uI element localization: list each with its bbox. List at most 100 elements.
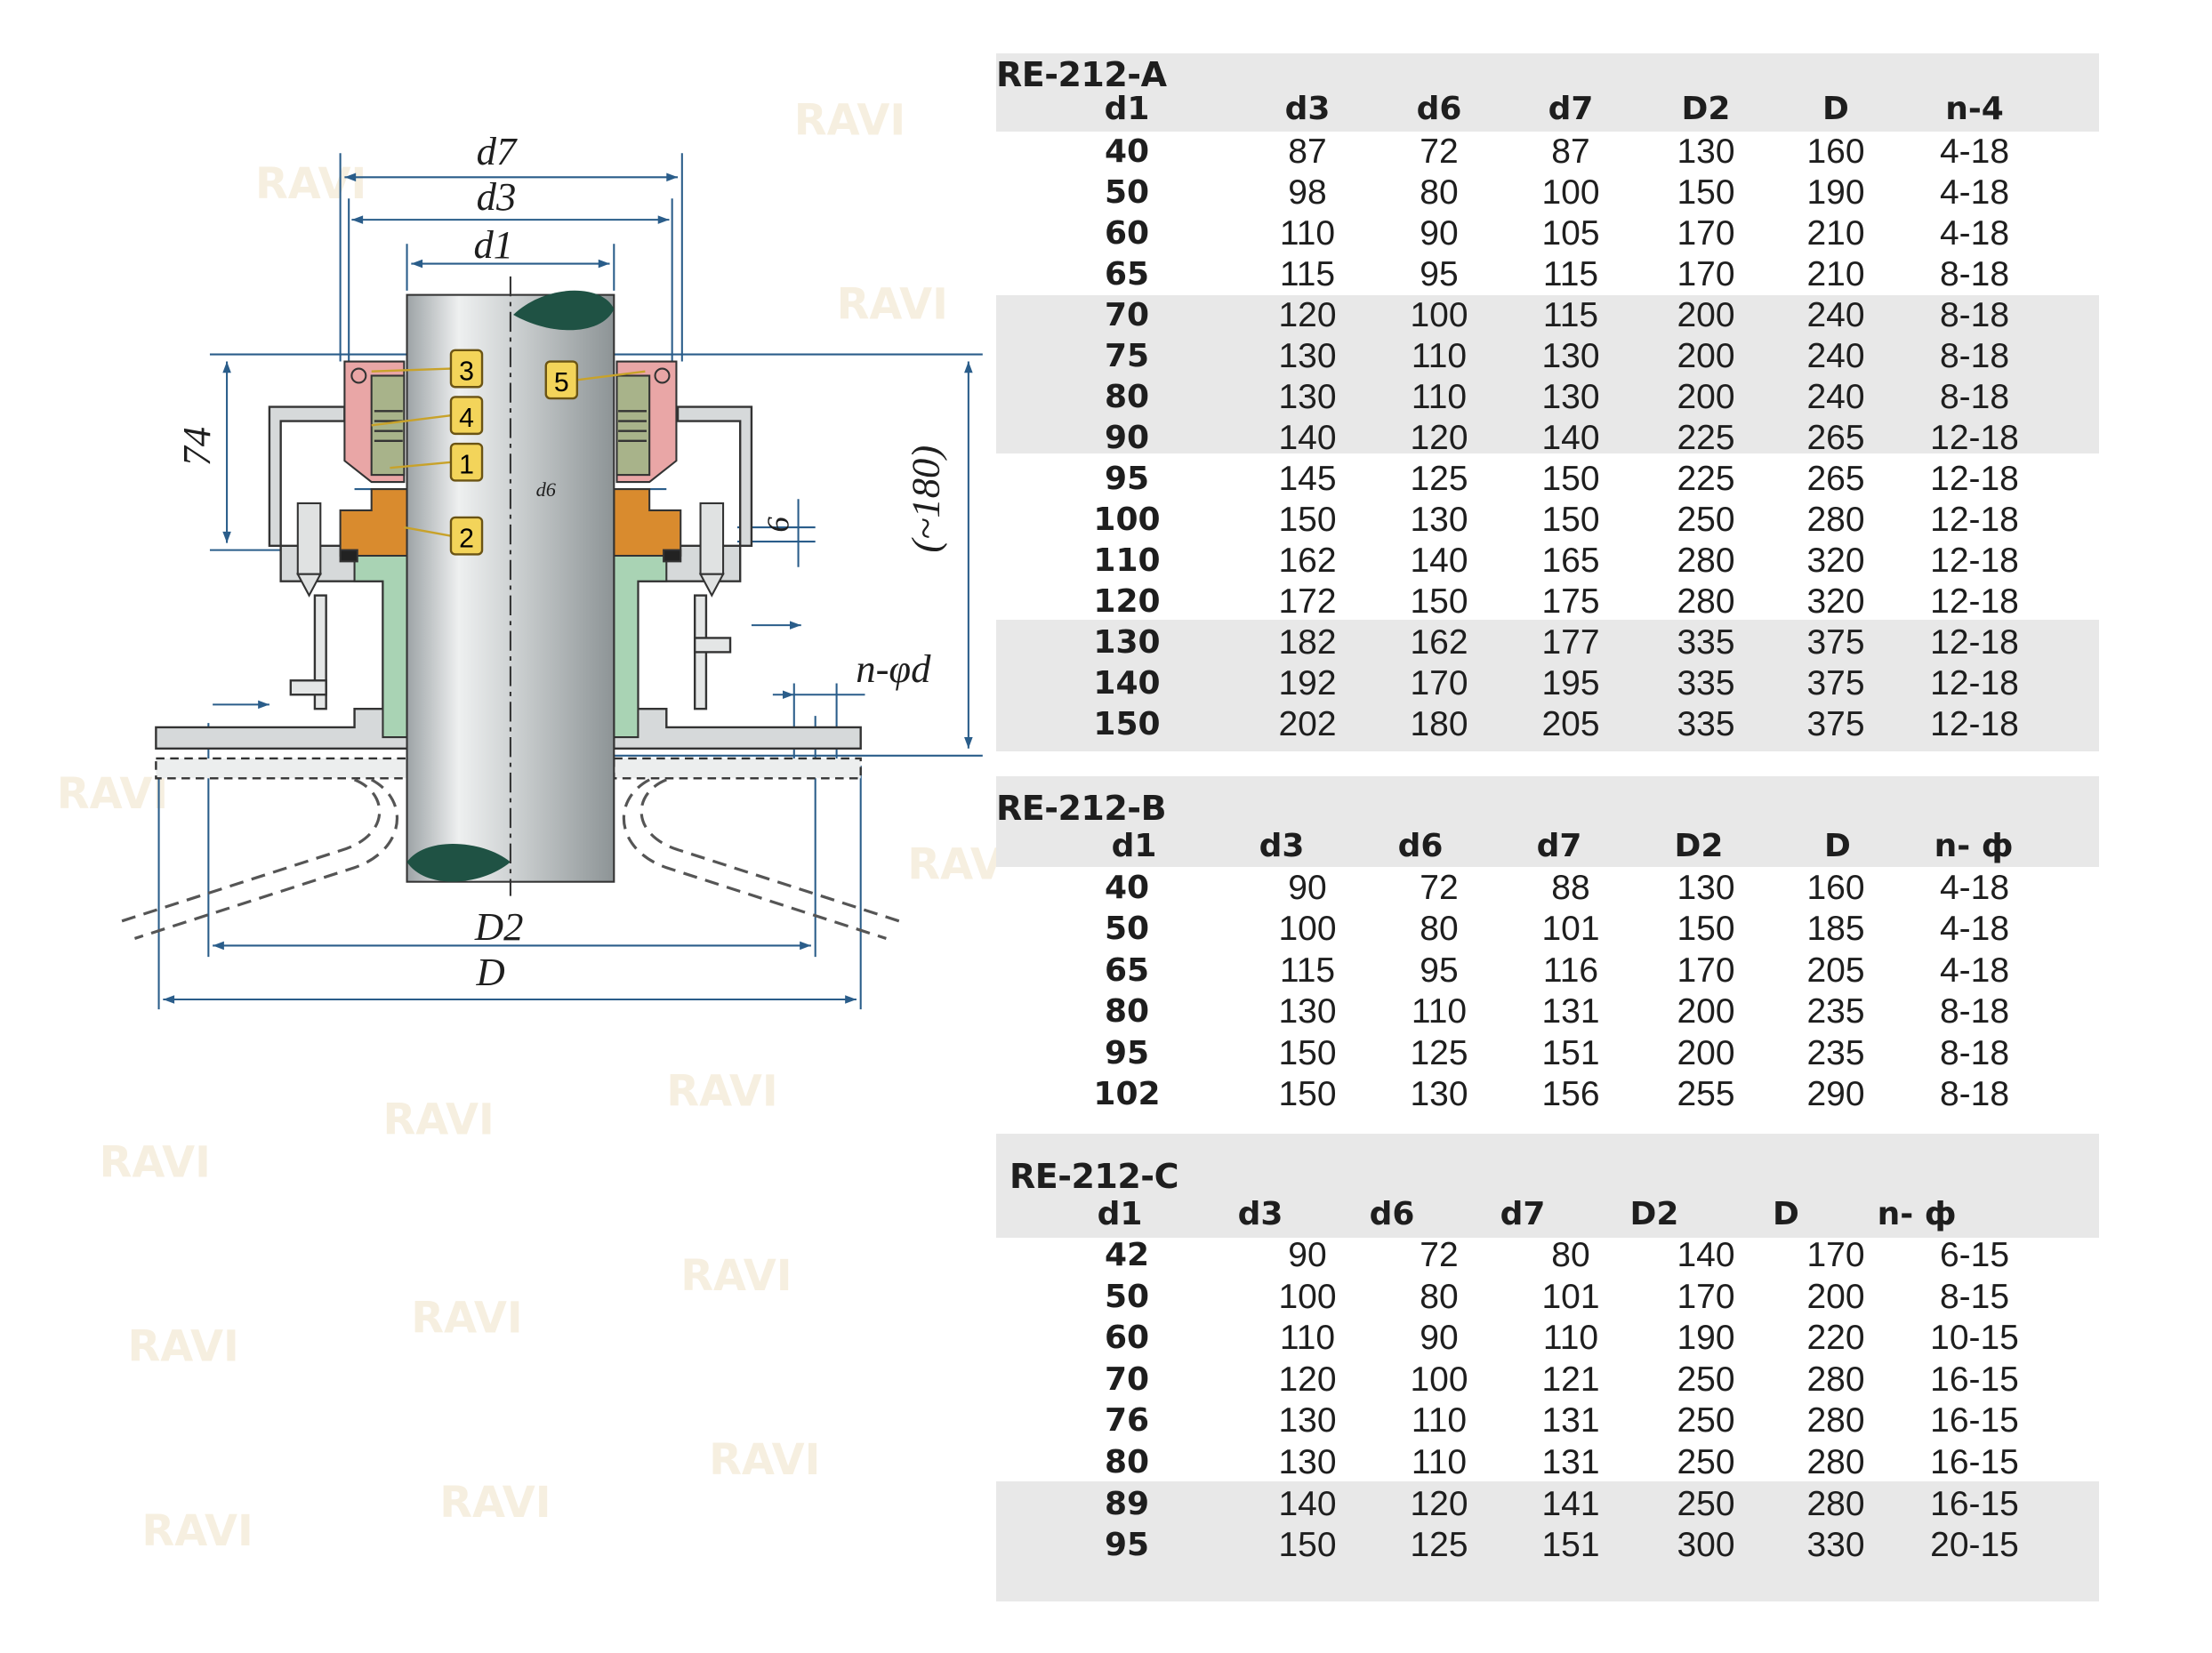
- cell-d6: 90: [1420, 214, 1459, 253]
- cell-d2-big: 250: [1677, 501, 1735, 539]
- column-header-d2-big: D2: [1674, 828, 1724, 864]
- column-header-d2-big: D2: [1629, 1196, 1679, 1232]
- cell-d6: 120: [1410, 419, 1468, 457]
- seal-head: [343, 360, 678, 484]
- svg-text:6: 6: [760, 517, 795, 533]
- column-header-d3: d3: [1237, 1196, 1283, 1232]
- cell-d7: 110: [1542, 1319, 1599, 1358]
- cell-d2-big: 280: [1677, 582, 1735, 621]
- svg-text:1: 1: [459, 451, 474, 480]
- cell-d-big: 375: [1806, 705, 1865, 743]
- cell-n: 12-18: [1930, 542, 2019, 580]
- cell-d1: 42: [1104, 1237, 1150, 1273]
- watermarks: RAVI RAVI RAVI RAVI RAVI RAVI RAVI RAVI …: [57, 96, 1019, 1555]
- cell-d7: 177: [1541, 623, 1600, 662]
- cell-d1: 80: [1104, 1444, 1150, 1480]
- cell-d-big: 280: [1806, 501, 1865, 539]
- cell-d3: 98: [1288, 173, 1327, 212]
- svg-text:RAVI: RAVI: [255, 160, 366, 209]
- cell-d6: 125: [1410, 1526, 1468, 1565]
- column-header-d2-big: D2: [1681, 91, 1731, 127]
- cell-d3: 130: [1278, 337, 1337, 375]
- cell-d1: 60: [1104, 1320, 1150, 1357]
- svg-text:RAVI: RAVI: [794, 96, 905, 145]
- svg-text:RAVI: RAVI: [411, 1295, 522, 1344]
- cell-d7: 88: [1551, 869, 1590, 907]
- row-band: [996, 453, 2099, 620]
- cell-d1: 95: [1104, 1527, 1150, 1564]
- seal-housing: [155, 405, 862, 780]
- cell-d3: 130: [1278, 992, 1337, 1031]
- cell-d2-big: 170: [1677, 255, 1735, 293]
- cell-d1: 76: [1104, 1402, 1150, 1440]
- cell-d-big: 220: [1806, 1319, 1865, 1358]
- cell-d2-big: 170: [1677, 951, 1735, 990]
- svg-text:RAVI: RAVI: [100, 1138, 211, 1187]
- cell-n: 8-18: [1939, 296, 2010, 334]
- cell-d-big: 205: [1806, 951, 1865, 990]
- cell-d1: 130: [1093, 624, 1161, 661]
- cell-d2-big: 250: [1677, 1360, 1735, 1399]
- cell-d7: 205: [1541, 705, 1600, 743]
- cell-d-big: 210: [1806, 255, 1865, 293]
- row-band: [996, 1238, 2099, 1481]
- cell-d7: 116: [1542, 951, 1599, 990]
- cell-n: 12-18: [1930, 501, 2019, 539]
- cell-d6: 125: [1410, 1033, 1468, 1072]
- cell-d3: 120: [1278, 1360, 1337, 1399]
- cell-d3: 182: [1278, 623, 1337, 662]
- cell-d3: 150: [1278, 1526, 1337, 1565]
- svg-text:RAVI: RAVI: [57, 770, 168, 819]
- cell-d-big: 240: [1806, 337, 1865, 375]
- column-header-d-big: D: [1773, 1196, 1799, 1232]
- svg-text:2: 2: [459, 524, 474, 553]
- svg-text:RAVI: RAVI: [666, 1068, 777, 1117]
- cell-d2-big: 335: [1677, 705, 1735, 743]
- svg-text:RAVI: RAVI: [709, 1436, 820, 1485]
- cell-d2-big: 150: [1677, 910, 1735, 949]
- column-header-d6: d6: [1369, 1196, 1415, 1232]
- cell-d2-big: 200: [1677, 378, 1735, 416]
- cell-d1: 102: [1093, 1076, 1161, 1112]
- cell-d7: 175: [1541, 582, 1600, 621]
- cell-d-big: 290: [1806, 1075, 1865, 1113]
- cell-n: 4-18: [1939, 132, 2010, 171]
- cell-d1: 65: [1104, 256, 1150, 293]
- cell-d3: 150: [1278, 1075, 1337, 1113]
- cell-d7: 87: [1551, 132, 1590, 171]
- cell-d7: 131: [1541, 1401, 1600, 1440]
- cell-d7: 121: [1541, 1360, 1600, 1399]
- cell-d6: 140: [1410, 542, 1468, 580]
- cell-d3: 192: [1278, 664, 1337, 702]
- cell-d7: 151: [1541, 1526, 1600, 1565]
- cell-n: 8-18: [1939, 378, 2010, 416]
- cell-n: 8-18: [1939, 992, 2010, 1031]
- column-header-n: n-4: [1945, 91, 2004, 127]
- cell-d6: 80: [1420, 910, 1459, 949]
- cell-d2-big: 335: [1677, 623, 1735, 662]
- cell-n: 4-18: [1939, 869, 2010, 907]
- cell-d7: 131: [1541, 992, 1600, 1031]
- cell-n: 10-15: [1930, 1319, 2019, 1358]
- cell-n: 12-18: [1930, 664, 2019, 702]
- cell-d1: 75: [1104, 338, 1150, 374]
- cell-d1: 100: [1093, 502, 1161, 538]
- svg-text:d6: d6: [536, 478, 557, 501]
- cell-d6: 95: [1420, 951, 1459, 990]
- cell-d2-big: 250: [1677, 1484, 1735, 1523]
- cell-d6: 125: [1410, 460, 1468, 498]
- cell-d2-big: 170: [1677, 214, 1735, 253]
- cell-n: 8-18: [1939, 1075, 2010, 1113]
- cell-d1: 95: [1104, 461, 1150, 497]
- cell-d7: 150: [1541, 460, 1600, 498]
- cell-d3: 202: [1278, 705, 1337, 743]
- cell-d2-big: 140: [1677, 1236, 1735, 1274]
- cell-n: 16-15: [1930, 1443, 2019, 1481]
- cell-d1: 40: [1104, 133, 1150, 170]
- cell-d7: 150: [1541, 501, 1600, 539]
- column-header-n: n- ф: [1877, 1196, 1957, 1232]
- svg-text:n-φd: n-φd: [856, 646, 931, 691]
